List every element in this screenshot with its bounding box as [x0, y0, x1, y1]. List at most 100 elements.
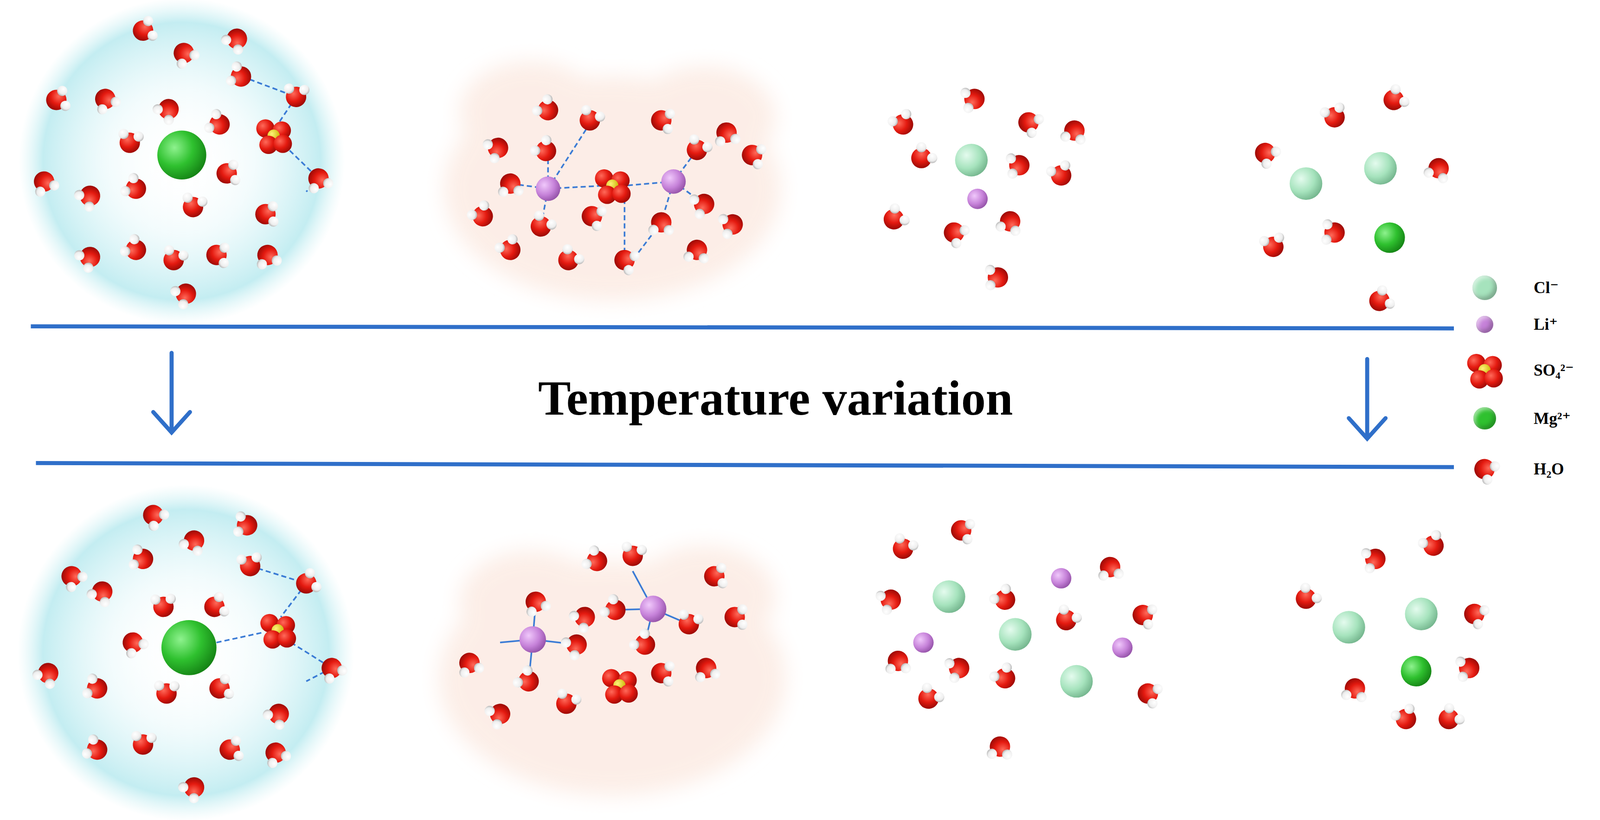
water-molecule — [175, 771, 211, 806]
water-molecule — [912, 681, 947, 715]
water-molecule — [520, 587, 553, 619]
water-molecule — [1459, 598, 1491, 632]
sulfate-ion — [256, 119, 292, 155]
chloride-ion — [998, 618, 1032, 651]
water-molecule — [1415, 528, 1450, 562]
magnesium-ion — [1400, 655, 1432, 687]
legend-label: Mg²⁺ — [1533, 408, 1571, 429]
hydration-halo — [18, 0, 346, 325]
water-molecule — [524, 208, 559, 243]
lithium-ion — [661, 169, 686, 194]
chloride-ion — [1405, 597, 1438, 631]
water-molecule — [578, 200, 608, 233]
water-molecule — [72, 240, 106, 276]
water-molecule — [687, 188, 719, 221]
legend-label: H₂O — [1533, 460, 1564, 479]
water-molecule — [118, 171, 152, 206]
water-molecule — [1258, 231, 1289, 260]
water-molecule — [938, 216, 972, 251]
water-molecule — [702, 562, 728, 591]
ion-pair-cloud — [438, 61, 786, 796]
water-molecule — [128, 730, 158, 757]
water-molecule — [149, 593, 177, 618]
water-molecule — [649, 106, 676, 135]
water-molecule — [481, 132, 514, 166]
band-heading: Temperature variation — [538, 369, 1013, 426]
water-molecule — [552, 242, 587, 277]
water-molecule — [127, 543, 156, 574]
water-molecule — [1005, 151, 1031, 180]
water-molecule — [691, 655, 722, 684]
water-molecule — [1318, 101, 1350, 131]
magnesium-ion — [161, 620, 217, 676]
water-molecule — [649, 659, 675, 688]
water-molecule — [80, 672, 111, 704]
water-molecule — [129, 14, 159, 46]
water-molecule — [205, 241, 230, 269]
water-molecule — [648, 212, 675, 236]
water-molecule — [949, 516, 977, 546]
water-molecule — [597, 592, 631, 627]
water-molecule — [610, 244, 642, 277]
water-molecule — [259, 738, 293, 771]
divider-lines — [30, 326, 1454, 468]
water-molecule — [153, 680, 180, 705]
water-molecule — [682, 238, 711, 264]
water-molecule — [1059, 118, 1089, 146]
water-molecule — [626, 626, 662, 662]
water-molecule — [886, 531, 920, 564]
lithium-ion — [913, 632, 934, 653]
water-molecule — [1289, 580, 1324, 616]
water-molecule — [206, 673, 236, 704]
water-molecule — [994, 207, 1025, 238]
legend-swatch — [1472, 275, 1498, 301]
legend-symbols — [1467, 353, 1504, 487]
sulfate-ion — [602, 669, 638, 705]
water-molecule — [218, 22, 254, 57]
water-molecule — [1378, 82, 1412, 116]
magnesium-ion — [1374, 222, 1406, 253]
water-molecule — [673, 608, 705, 638]
chloride-ion — [955, 143, 988, 177]
sulfate-ion — [1467, 353, 1504, 389]
water-molecule — [986, 735, 1014, 760]
water-molecule — [217, 734, 245, 765]
water-molecule — [80, 732, 112, 766]
water-molecule — [510, 663, 545, 698]
water-molecule — [716, 209, 746, 240]
hydrogen-bond — [216, 632, 264, 643]
water-molecule — [117, 231, 152, 267]
legend-label: SO₄²⁻ — [1533, 360, 1575, 380]
lithium-ion — [1111, 637, 1133, 658]
water-molecule — [1388, 702, 1422, 735]
water-molecule — [579, 543, 613, 578]
water-molecule — [260, 698, 296, 733]
water-molecule — [884, 650, 912, 675]
water-molecule — [150, 92, 185, 128]
water-molecule — [282, 83, 310, 109]
legend-swatch — [1473, 407, 1496, 430]
chloride-ion — [1060, 665, 1093, 698]
chloride-ion — [1289, 167, 1323, 200]
lithium-ion — [535, 176, 561, 201]
water-molecule — [252, 242, 283, 271]
water-molecule — [984, 264, 1009, 291]
water-molecule — [71, 179, 106, 214]
water-molecule — [987, 660, 1022, 694]
water-molecule — [28, 167, 61, 199]
water-molecule — [200, 590, 231, 623]
sulfate-ion — [595, 169, 631, 205]
water-molecule — [496, 172, 524, 198]
water-molecule — [885, 107, 919, 140]
sulfate-ion — [260, 614, 296, 649]
water-molecule — [291, 566, 324, 600]
water-molecule — [115, 128, 145, 155]
water-molecule — [873, 584, 906, 617]
water-molecule — [214, 159, 241, 188]
water-molecule — [232, 510, 259, 540]
water-molecule — [681, 132, 715, 166]
water-molecule — [617, 540, 648, 569]
magnesium-ion — [157, 130, 207, 180]
water-molecule — [566, 600, 601, 636]
